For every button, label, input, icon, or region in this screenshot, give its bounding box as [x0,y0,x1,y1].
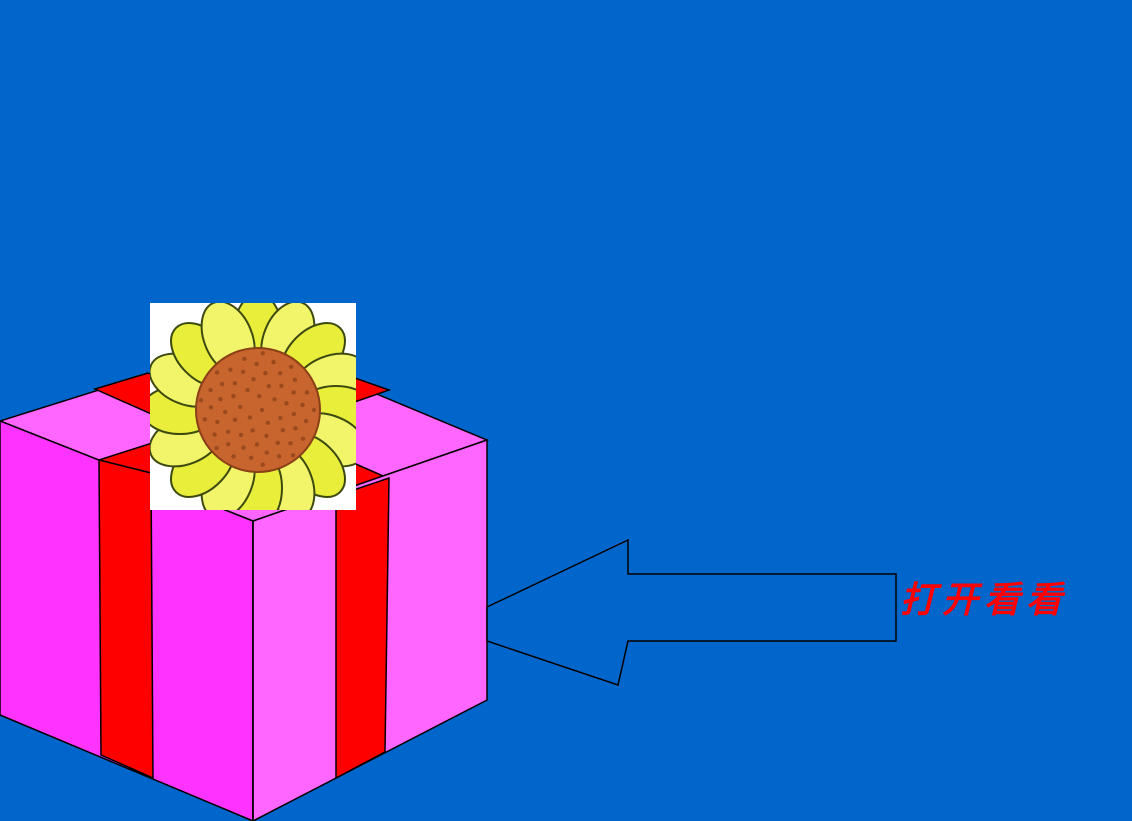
sunflower-seed [279,383,284,389]
sunflower-seed [242,356,247,361]
sunflower-seed [278,415,283,421]
sunflower-seed [232,417,238,422]
open-and-see-caption[interactable]: 打开看看 [900,579,1069,621]
sunflower-center [195,347,321,473]
sunflower-seed [272,397,277,402]
sunflower-seed [265,420,271,425]
gift-ribbon-right [335,476,390,780]
left-arrow-icon[interactable] [486,538,897,686]
sunflower-seed [208,405,214,410]
sunflower-seed [275,440,281,445]
sunflower-seed [214,446,219,451]
sunflower-seed [232,381,238,386]
sunflower-seed [231,454,236,459]
sunflower-seed [280,428,285,433]
sunflower-seed [240,369,246,374]
sunflower-seed [284,401,289,406]
sunflower-seed [238,404,243,410]
sunflower-seed [247,415,253,420]
sunflower-seed [277,454,282,459]
sunflower-seed [304,390,310,395]
sunflower-seed [311,407,317,413]
sunflower-seed [208,387,213,393]
sunflower-seed [288,441,293,446]
sunflower-seed [254,442,260,447]
sunflower-seed [198,398,204,403]
sunflower-seed [214,370,220,375]
sunflower-seed [292,377,298,382]
sunflower-seed [260,351,265,356]
sunflower-seed [259,407,265,413]
sunflower-seed [202,417,208,422]
sunflower-seed [226,429,231,434]
sunflower-seed [288,364,294,369]
sunflower-seed [264,450,269,455]
sunflower-seed [260,462,266,467]
sunflower-seed [220,381,225,387]
sunflower-seed [248,455,254,460]
sunflower-seed [241,445,246,450]
sunflower-seed [293,426,298,431]
sunflower-seed [291,411,297,417]
sunflower-seed [251,377,256,382]
sunflower-seed [215,419,220,425]
sunflower-seed [271,359,276,365]
sunflower-seed [300,436,306,442]
sunflower-seed [250,428,255,433]
sunflower-seed [212,432,217,437]
sunflower-seed [264,433,269,439]
gift-ribbon-left [98,459,154,780]
sunflower-seed [254,361,259,367]
sunflower-seeds [198,351,317,467]
sunflower-seed [231,393,236,399]
sunflower-icon[interactable] [142,294,375,527]
sunflower-seed [263,370,268,376]
sunflower-seed [238,432,244,438]
sunflower-seed [256,393,262,399]
sunflower-seed [218,396,223,402]
sunflower-seed [226,442,231,447]
sunflower-seed [291,390,296,395]
sunflower-seed [266,384,272,389]
sunflower-seed [277,370,283,376]
sunflower-seed [245,387,250,393]
sunflower-seed [303,418,309,424]
sunflower-seed [290,453,296,458]
sunflower-seed [228,367,233,372]
sunflower-seed [300,402,305,408]
sunflower-seed [222,409,228,415]
